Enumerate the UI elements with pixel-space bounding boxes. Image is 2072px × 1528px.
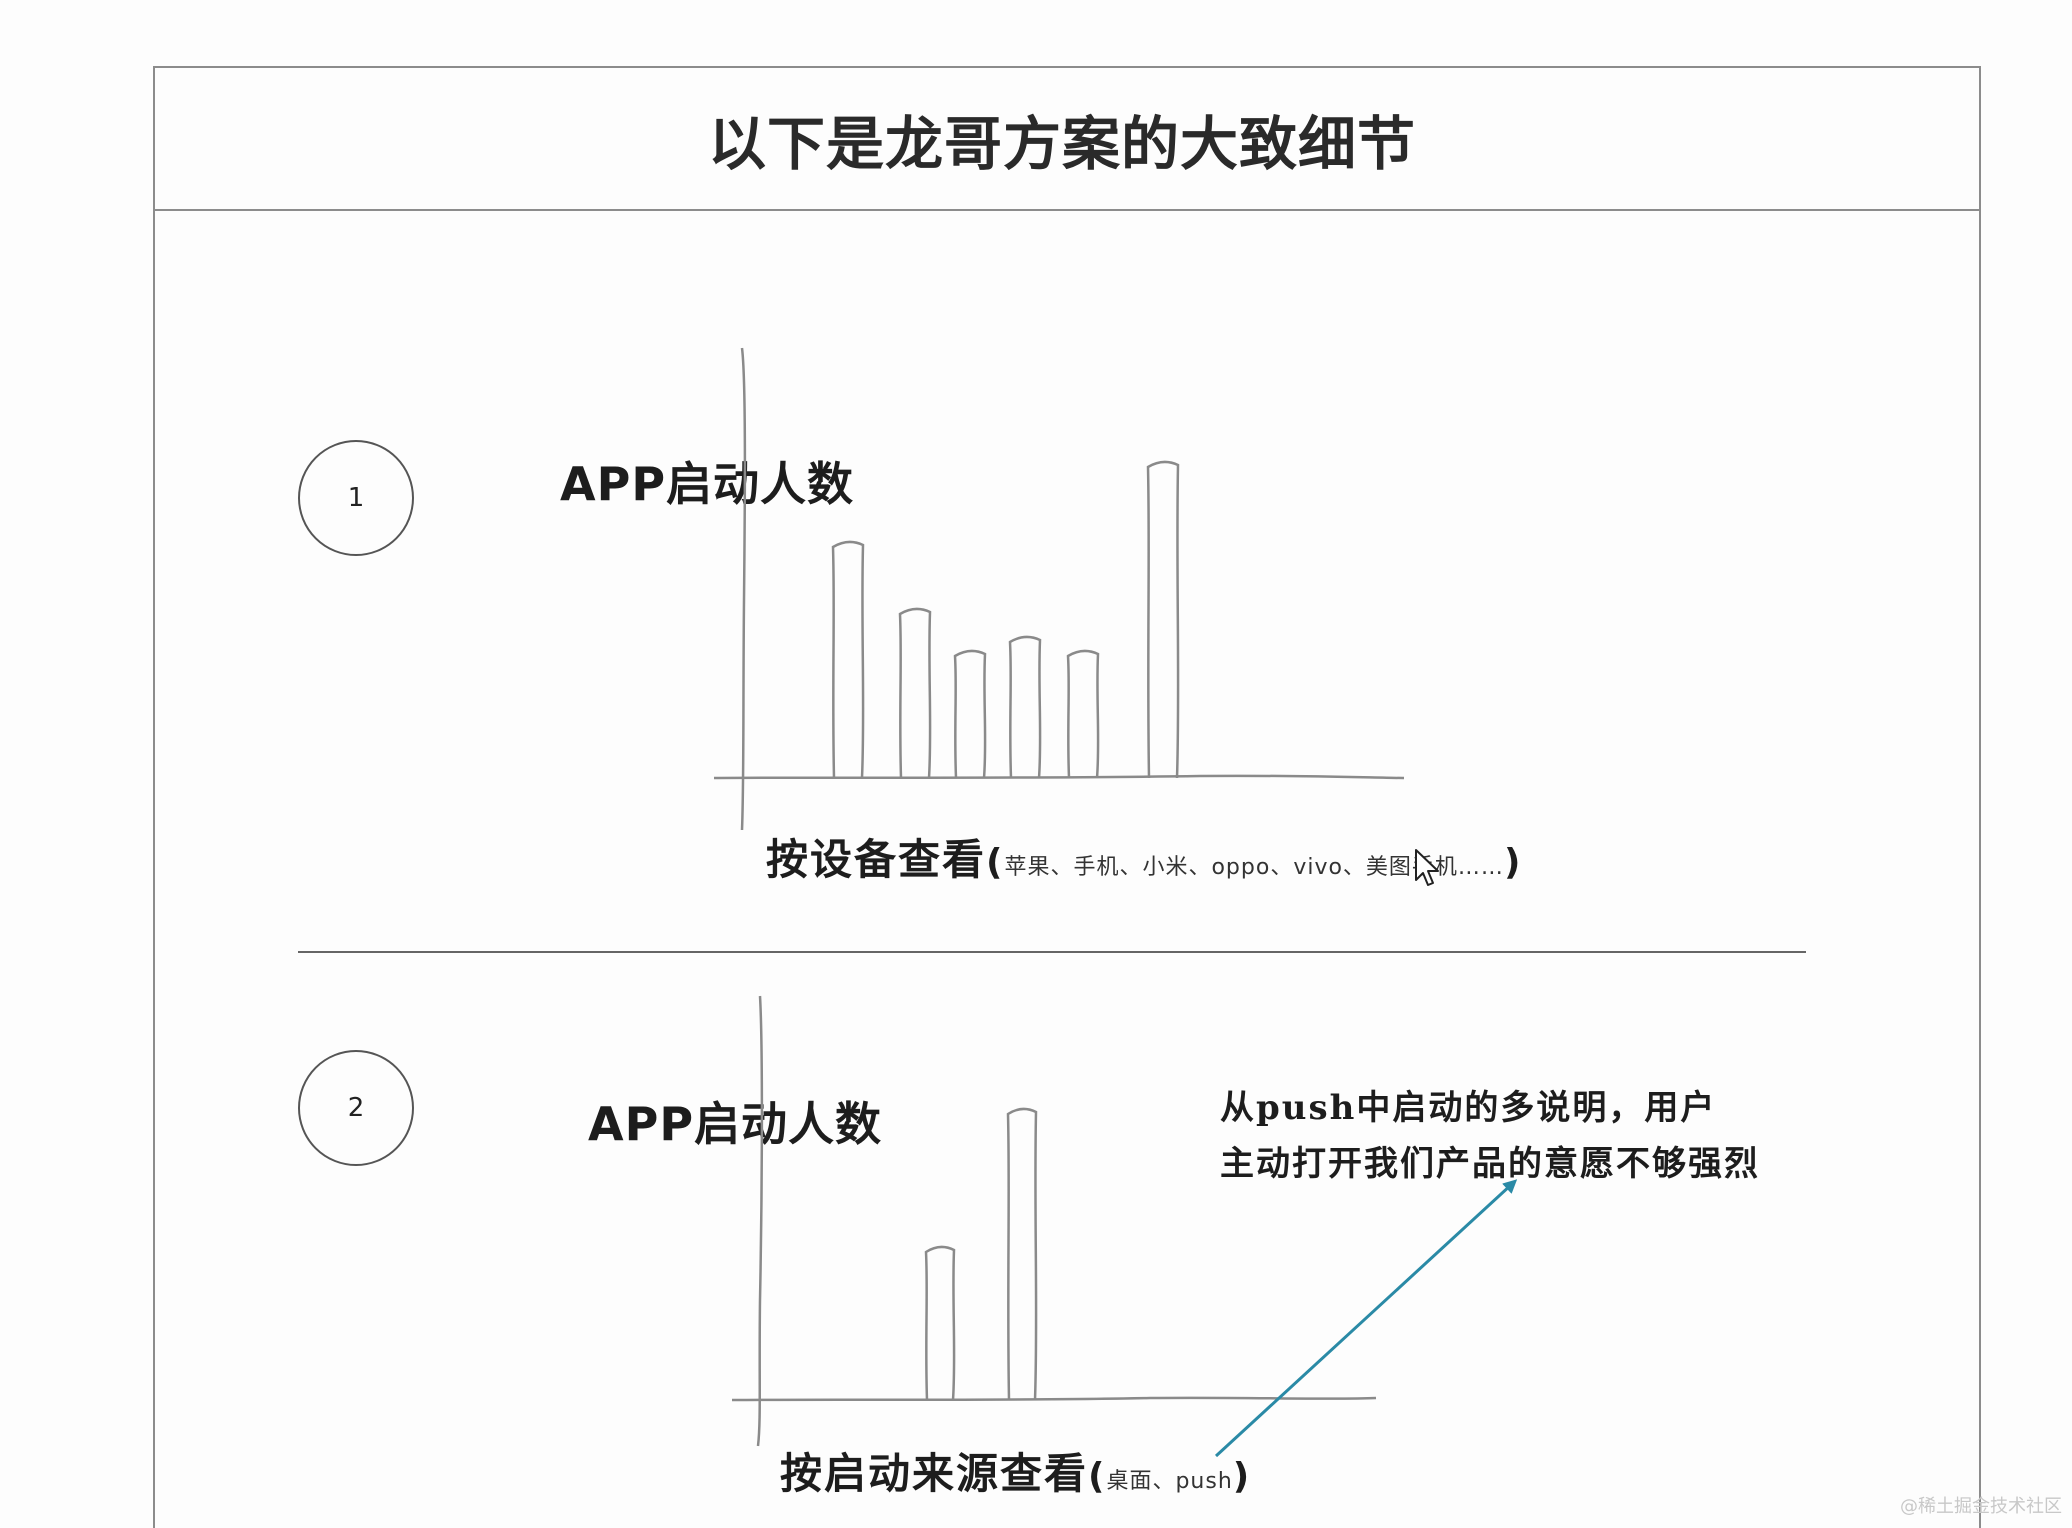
watermark: @稀土掘金技术社区 [1900, 1496, 2062, 1517]
section-2-axis-caption: 按启动来源查看(桌面、push) [780, 1440, 1251, 1501]
slide-frame: 以下是龙哥方案的大致细节 [153, 66, 1981, 1528]
open-paren: ( [1088, 1456, 1107, 1497]
section-2-chart-title: APP启动人数 [588, 1097, 883, 1151]
close-paren: ) [1503, 842, 1523, 883]
annotation-line-2: 主动打开我们产品的意愿不够强烈 [1220, 1144, 1760, 1184]
bar-苹果 [831, 540, 865, 779]
chart-2-bars [924, 1107, 1038, 1401]
title-bar: 以下是龙哥方案的大致细节 [155, 68, 1979, 211]
bar-桌面 [924, 1245, 956, 1401]
section-2-axis-caption-detail: 桌面、push [1106, 1469, 1233, 1494]
page-title: 以下是龙哥方案的大致细节 [707, 109, 1416, 178]
open-paren: ( [986, 842, 1005, 883]
bar-美图手机 [1146, 460, 1180, 779]
section-1-axis-caption-main: 按设备查看 [766, 835, 987, 884]
chart-1-x-axis [713, 774, 1405, 780]
mouse-cursor-icon [1415, 849, 1439, 886]
bar-小米 [953, 649, 987, 779]
section-1-chart-title: APP启动人数 [560, 457, 855, 511]
bar-oppo [1008, 635, 1042, 779]
chart-1-bars [831, 460, 1180, 779]
section-1-badge: 1 [298, 440, 414, 556]
bar-手机 [898, 607, 932, 779]
chart-1-y-axis [740, 347, 747, 831]
chart-2-x-axis [731, 1396, 1377, 1402]
close-paren: ) [1232, 1456, 1252, 1497]
section-2-axis-caption-main: 按启动来源查看 [780, 1449, 1089, 1498]
section-divider [298, 951, 1806, 953]
bar-vivo [1066, 649, 1100, 779]
annotation-arrow [1214, 1179, 1518, 1458]
chart-2-y-axis [756, 995, 764, 1447]
annotation-line-1: 从push中启动的多说明，用户 [1220, 1088, 1717, 1128]
bar-push [1006, 1107, 1038, 1401]
section-2-badge: 2 [298, 1050, 414, 1166]
annotation-text: 从push中启动的多说明，用户 主动打开我们产品的意愿不够强烈 [1220, 1080, 1760, 1192]
